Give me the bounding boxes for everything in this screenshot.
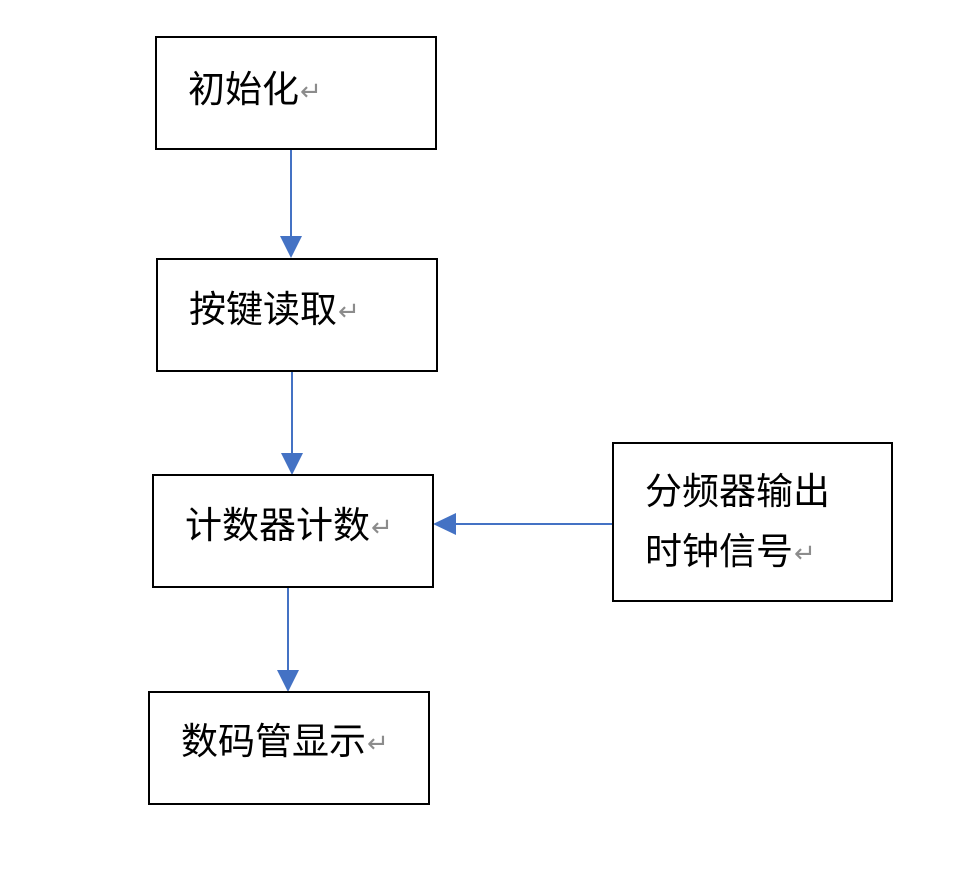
edge-key-read-to-counter bbox=[281, 371, 303, 475]
node-clock-line2: 时钟信号 bbox=[645, 530, 793, 573]
node-init-label: 初始化 bbox=[188, 68, 299, 111]
node-clock-source: 分频器输出 时钟信号↵ bbox=[612, 442, 893, 602]
node-counter-label: 计数器计数 bbox=[185, 504, 370, 547]
node-init: 初始化↵ bbox=[155, 36, 437, 150]
node-key-read: 按键读取↵ bbox=[156, 258, 438, 372]
node-counter: 计数器计数↵ bbox=[152, 474, 434, 588]
edge-clock-to-counter bbox=[433, 513, 613, 535]
paragraph-mark-icon: ↵ bbox=[794, 539, 816, 569]
node-key-read-label: 按键读取 bbox=[189, 288, 337, 331]
paragraph-mark-icon: ↵ bbox=[300, 77, 322, 107]
node-display: 数码管显示↵ bbox=[148, 691, 430, 805]
paragraph-mark-icon: ↵ bbox=[338, 297, 360, 327]
edge-init-to-key-read bbox=[280, 150, 302, 258]
edge-counter-to-display bbox=[277, 587, 299, 692]
paragraph-mark-icon: ↵ bbox=[367, 729, 389, 759]
paragraph-mark-icon: ↵ bbox=[371, 513, 393, 543]
node-display-label: 数码管显示 bbox=[181, 720, 366, 763]
node-clock-line1: 分频器输出 bbox=[645, 470, 830, 513]
